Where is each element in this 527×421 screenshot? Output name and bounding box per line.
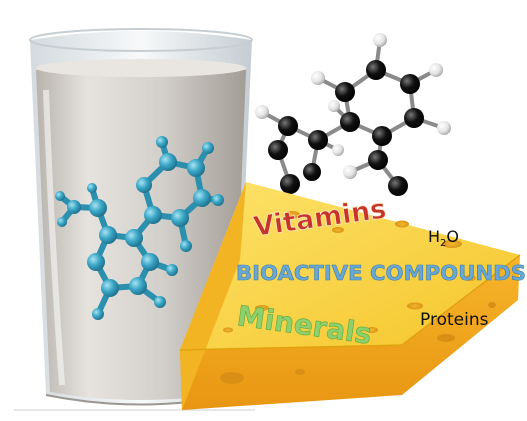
blue-molecule-atoms [55, 136, 224, 320]
cheese-wedge [179, 182, 521, 410]
ball-stick-atoms [255, 33, 451, 196]
bioactive-compounds-label: BIOACTIVE COMPOUNDS [236, 261, 526, 285]
water-label: H2O [428, 227, 459, 249]
proteins-label: Proteins [420, 310, 489, 330]
